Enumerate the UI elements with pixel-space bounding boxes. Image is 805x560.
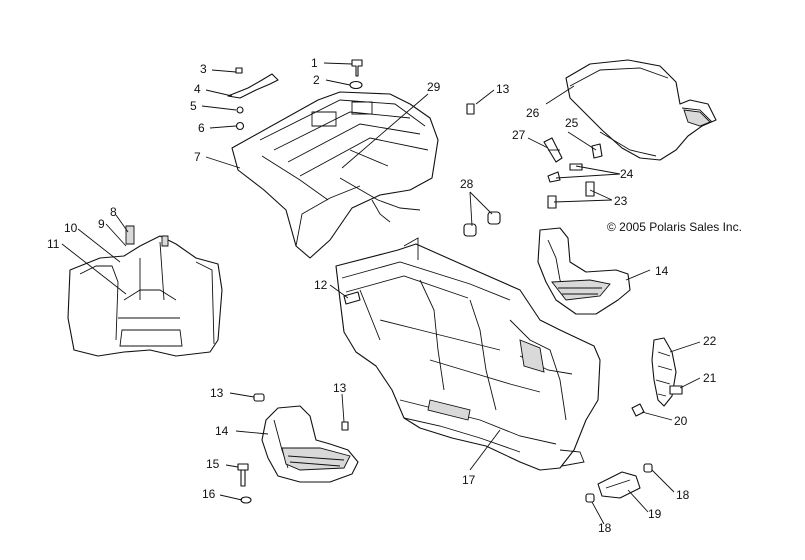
callout-6: 6 — [198, 121, 205, 135]
callout-29: 29 — [427, 80, 441, 94]
callout-18-right: 18 — [676, 488, 690, 502]
frame-clip — [343, 291, 361, 305]
callout-13-bottom: 13 — [333, 381, 347, 395]
hardware-bolts — [227, 59, 475, 131]
callout-17: 17 — [462, 473, 476, 487]
callout-4: 4 — [194, 82, 201, 96]
hardware-lower-left — [237, 393, 349, 504]
callout-22: 22 — [703, 334, 717, 348]
callout-13-top: 13 — [496, 82, 510, 96]
callout-20: 20 — [674, 414, 688, 428]
callout-8: 8 — [110, 205, 117, 219]
callout-1: 1 — [311, 56, 318, 70]
callout-15: 15 — [206, 457, 220, 471]
callout-14-right: 14 — [655, 264, 669, 278]
callout-13-left: 13 — [210, 386, 224, 400]
main-frame — [335, 237, 601, 471]
callout-9: 9 — [98, 217, 105, 231]
footwell-left — [261, 405, 359, 483]
callouts: 1 2 3 4 5 6 7 8 9 10 11 12 13 13 13 14 1… — [47, 56, 717, 535]
copyright-notice: © 2005 Polaris Sales Inc. — [607, 220, 742, 234]
seat-latch-parts — [543, 137, 603, 209]
callout-18-bottom: 18 — [598, 521, 612, 535]
callout-27: 27 — [512, 128, 526, 142]
callout-5: 5 — [190, 99, 197, 113]
callout-7: 7 — [194, 150, 201, 164]
callout-2: 2 — [313, 73, 320, 87]
seat — [565, 59, 717, 161]
front-fender — [67, 225, 223, 357]
callout-14-left: 14 — [215, 424, 229, 438]
callout-25: 25 — [565, 116, 579, 130]
callout-3: 3 — [200, 62, 207, 76]
callout-19: 19 — [648, 507, 662, 521]
grommets — [463, 211, 501, 237]
callout-12: 12 — [314, 278, 328, 292]
footwell-right — [537, 227, 631, 315]
callout-21: 21 — [703, 371, 717, 385]
callout-11: 11 — [47, 237, 60, 251]
callout-24: 24 — [620, 167, 634, 181]
callout-16: 16 — [202, 487, 216, 501]
callout-28: 28 — [460, 177, 474, 191]
leader-lines — [61, 62, 701, 525]
callout-23: 23 — [614, 194, 628, 208]
rear-fender-rack — [231, 91, 439, 259]
callout-10: 10 — [64, 221, 78, 235]
callout-26: 26 — [526, 106, 540, 120]
